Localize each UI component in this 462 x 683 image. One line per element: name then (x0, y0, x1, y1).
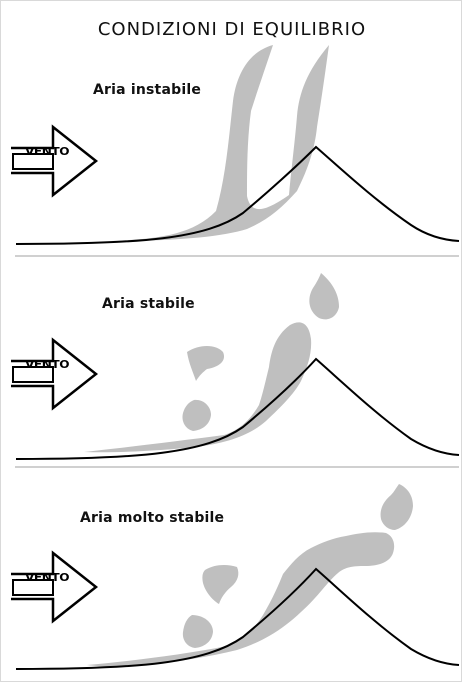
cloud-puff (380, 484, 413, 530)
wind-arrow-icon (11, 337, 99, 411)
panel-molto-stabile (11, 484, 460, 670)
panel-stabile (11, 273, 460, 460)
wind-arrow-icon (11, 550, 99, 624)
mountain-profile (15, 145, 460, 245)
panel-label-stabile: Aria stabile (102, 296, 195, 312)
cloud-puff (309, 273, 339, 320)
cloud-puff (202, 565, 239, 604)
wind-label: VENTO (24, 571, 70, 584)
cloud-puff (182, 615, 213, 648)
cloud-very-stable-layer (87, 532, 395, 667)
panel-instabile (11, 45, 460, 245)
wind-arrow-icon (11, 124, 99, 198)
panel-label-instabile: Aria instabile (93, 82, 202, 98)
cloud-puff (187, 346, 225, 381)
mountain-profile (15, 357, 460, 460)
cloud-stable-layer (84, 322, 312, 453)
wind-label: VENTO (24, 358, 70, 371)
cloud-puff (182, 399, 211, 431)
cloud-instability-streams (111, 45, 329, 241)
mountain-profile (15, 567, 460, 670)
diagram-title: CONDIZIONI DI EQUILIBRIO (97, 19, 367, 40)
panel-label-molto-stabile: Aria molto stabile (80, 510, 225, 526)
wind-label: VENTO (24, 145, 70, 158)
